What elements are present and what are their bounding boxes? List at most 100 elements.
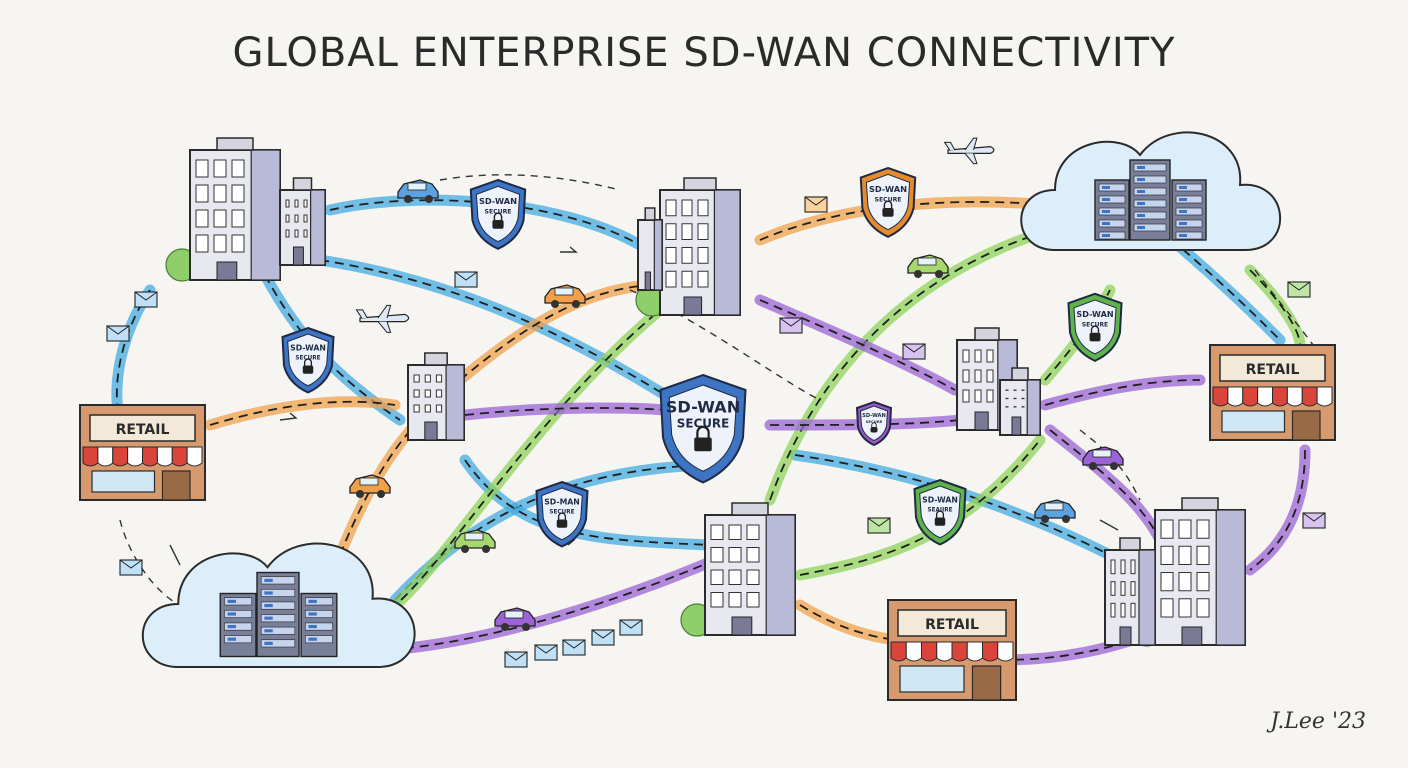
retail-store-bottom-center: RETAIL (887, 599, 1017, 701)
thin-dashed-link (1079, 429, 1141, 501)
link-dash (459, 284, 651, 381)
awning-stripe (1227, 386, 1244, 407)
awning-stripe (951, 641, 968, 662)
decor-layer (106, 137, 1326, 668)
link-dash (319, 259, 666, 396)
car-orange-top (544, 284, 586, 308)
link-dash (115, 289, 151, 441)
retail-sign (89, 414, 196, 442)
awning-stripe (966, 641, 983, 662)
lock-icon (882, 208, 894, 217)
car-orange-left (349, 474, 391, 498)
link-dash (339, 419, 421, 556)
link-band-blue (314, 254, 671, 401)
link-dash (464, 407, 666, 416)
link-band-purple (1039, 374, 1206, 411)
node-layer: RETAILRETAILRETAILSD-WANSECURESD-WANSECU… (79, 131, 1336, 701)
awning-stripe (1242, 386, 1259, 407)
awning-stripe (127, 446, 143, 467)
link-dash (389, 559, 716, 651)
motion-arrow (1099, 519, 1119, 531)
annex-building-right-center (999, 367, 1041, 436)
shield-label-line1: SD-WAN (869, 184, 907, 194)
awning-stripe (890, 641, 907, 662)
shield-label-line1: SD-WAN (290, 344, 326, 353)
awning-stripe (142, 446, 158, 467)
awning-stripe (1272, 386, 1288, 407)
car-green-right (907, 254, 949, 278)
motion-arrow (279, 412, 298, 421)
shield-label-line1: SD-WAN (666, 398, 740, 417)
awning-stripe (186, 446, 203, 467)
awning-stripe (1286, 386, 1303, 407)
envelope-icon (619, 619, 643, 636)
awning-stripe (1301, 386, 1318, 407)
link-dash (209, 400, 396, 426)
cloud-datacenter-top-right (1020, 131, 1281, 251)
awning-stripe (921, 641, 938, 662)
link-dash (799, 439, 1041, 576)
link-dash (394, 464, 706, 601)
link-band-purple (1244, 444, 1311, 576)
motion-arrow (560, 246, 578, 253)
awning-stripe (156, 446, 173, 467)
envelope-icon (562, 639, 586, 656)
annex-building-top-left (279, 177, 326, 266)
shield-label-line1: SD-WAN (1076, 310, 1113, 319)
link-dash (759, 201, 1051, 241)
link-dash (1249, 449, 1306, 571)
awning-stripe (1316, 386, 1333, 407)
envelope-icon (119, 559, 143, 576)
airplane-icon (943, 137, 995, 165)
link-band-purple (384, 554, 721, 656)
awning-stripe (171, 446, 188, 467)
car-purple-right (1082, 446, 1124, 470)
awning-stripe (1212, 386, 1229, 407)
awning-stripe (82, 446, 99, 467)
envelope-icon (134, 291, 158, 308)
cloud-datacenter-bottom-left (142, 542, 416, 668)
airplane-icon (355, 304, 410, 333)
motion-arrow (169, 544, 181, 566)
shield-label-line2: SECURE (677, 417, 730, 431)
awning-stripe (112, 446, 129, 467)
envelope-icon (454, 271, 478, 288)
shield-label-line1: SD-WAN (862, 413, 886, 419)
awning-stripe (905, 641, 922, 662)
office-tower-top-center (635, 177, 741, 317)
thin-dashed-link (439, 174, 621, 191)
link-band-green (1244, 264, 1306, 351)
link-dash (1044, 379, 1201, 406)
car-blue-top (397, 179, 439, 203)
retail-sign-label: RETAIL (1246, 362, 1300, 378)
link-dash (389, 309, 661, 611)
link-dash (1049, 429, 1161, 541)
envelope-icon (804, 196, 828, 213)
envelope-icon (779, 317, 803, 334)
connection-links (111, 174, 1331, 666)
retail-store-left: RETAIL (79, 404, 206, 501)
envelope-icon (902, 343, 926, 360)
awning-stripe (982, 641, 999, 662)
shield-label-line1: SD-WAN (922, 496, 958, 505)
car-purple-bottom (494, 607, 536, 631)
lock-icon (302, 365, 314, 374)
lock-icon (556, 519, 568, 528)
lock-icon (1089, 332, 1101, 342)
envelope-icon (1302, 512, 1326, 529)
lock-icon (934, 517, 946, 526)
envelope-icon (534, 644, 558, 661)
side-building-top-center (637, 207, 663, 291)
lock-icon (870, 427, 878, 433)
artist-signature: J.Lee '23 (1270, 709, 1366, 734)
car-blue-right (1034, 499, 1076, 523)
office-tower-bottom-center (680, 502, 796, 637)
retail-sign (1219, 354, 1326, 382)
